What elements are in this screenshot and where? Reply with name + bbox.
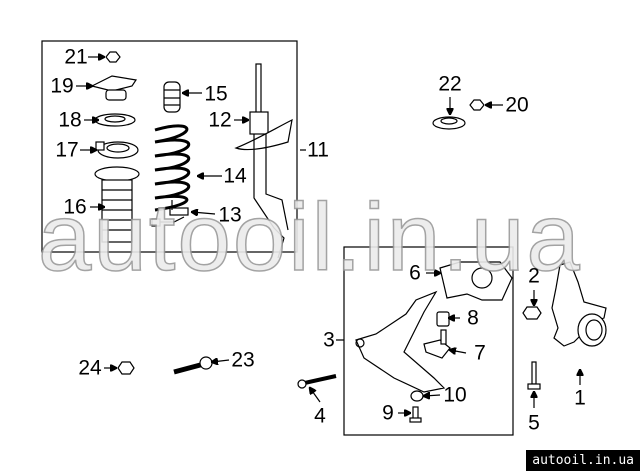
lower-arm-box — [343, 246, 514, 436]
part-nut-24 — [117, 361, 135, 375]
part-nut-20 — [469, 99, 485, 111]
callout-13: 13 — [218, 203, 242, 227]
callout-24: 24 — [78, 356, 102, 380]
callout-12: 12 — [208, 108, 232, 132]
callout-18: 18 — [58, 108, 82, 132]
callout-9: 9 — [382, 401, 394, 425]
part-spring-14 — [154, 124, 190, 212]
part-seat-18 — [94, 113, 136, 127]
callout-23: 23 — [231, 348, 255, 372]
leader-arrows — [76, 57, 580, 413]
callout-6: 6 — [409, 261, 421, 285]
part-seat-17 — [95, 141, 139, 159]
part-bolt-4 — [297, 374, 337, 389]
callout-11: 11 — [307, 138, 329, 162]
strut-assembly-box — [41, 40, 298, 253]
callout-20: 20 — [505, 93, 529, 117]
part-bolt-9 — [409, 406, 422, 423]
part-bolt-23 — [173, 356, 213, 375]
bracket-ticks — [300, 149, 344, 341]
callout-17: 17 — [55, 138, 79, 162]
callout-21: 21 — [64, 45, 88, 69]
callout-19: 19 — [50, 74, 74, 98]
callout-1: 1 — [574, 386, 586, 410]
callout-4: 4 — [314, 404, 326, 428]
part-washer-10 — [410, 390, 424, 402]
callout-7: 7 — [474, 341, 486, 365]
callout-16: 16 — [63, 195, 87, 219]
part-balljoint-7 — [423, 329, 451, 359]
part-nut-2 — [522, 306, 542, 320]
callout-8: 8 — [467, 306, 479, 330]
part-strut-12 — [234, 63, 293, 259]
callout-15: 15 — [204, 82, 228, 106]
part-bushing-6 — [439, 261, 513, 301]
part-knuckle-1 — [551, 261, 607, 347]
part-bumper-15 — [163, 81, 181, 113]
part-bushing-8 — [436, 311, 450, 327]
callout-22: 22 — [438, 72, 462, 96]
callout-3: 3 — [323, 328, 335, 352]
site-badge: autooil.in.ua — [526, 450, 640, 471]
callout-14: 14 — [223, 164, 247, 188]
part-bolt-5 — [527, 361, 541, 390]
part-boot-16 — [94, 166, 140, 243]
part-lower-arm-3 — [355, 290, 446, 393]
part-nut-21 — [105, 51, 121, 63]
callout-2: 2 — [528, 264, 540, 288]
callout-10: 10 — [443, 383, 467, 407]
part-mount-22 — [432, 116, 466, 130]
watermark: autooil.in.ua — [37, 184, 582, 291]
part-bracket-13 — [151, 200, 189, 227]
callout-5: 5 — [528, 411, 540, 435]
part-mount-19 — [90, 75, 138, 101]
